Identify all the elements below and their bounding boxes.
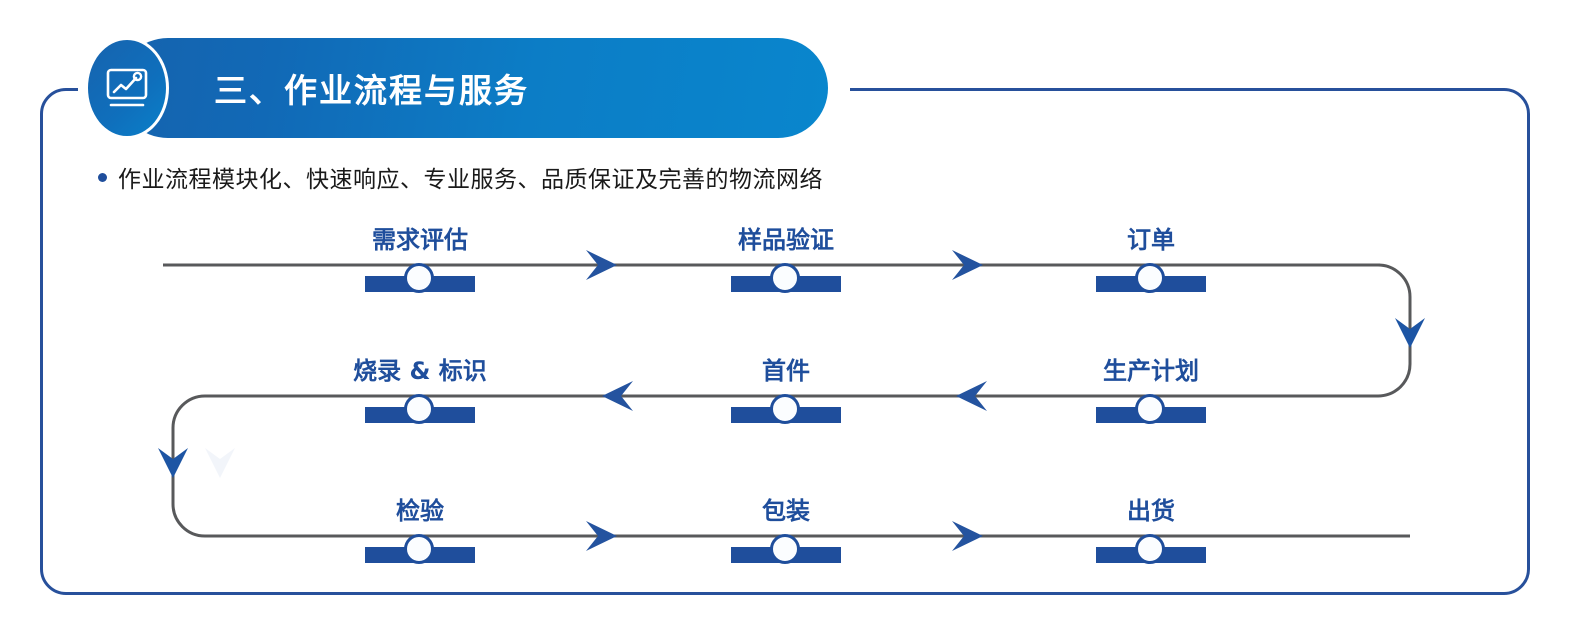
bullet-dot-icon bbox=[98, 172, 107, 182]
flow-node-dot bbox=[770, 394, 800, 424]
bullet-item: 作业流程模块化、快速响应、专业服务、品质保证及完善的物流网络 bbox=[98, 160, 823, 194]
flow-node-dot bbox=[404, 263, 434, 293]
bullet-text: 作业流程模块化、快速响应、专业服务、品质保证及完善的物流网络 bbox=[118, 167, 823, 193]
section-header-banner: 三、作业流程与服务 bbox=[118, 38, 828, 138]
flow-node-label: 包装 bbox=[762, 497, 810, 525]
flow-node-label: 需求评估 bbox=[372, 226, 468, 254]
flow-node-label: 生产计划 bbox=[1103, 357, 1199, 385]
flow-node-label: 烧录 & 标识 bbox=[353, 357, 487, 385]
flow-node-dot bbox=[1135, 394, 1165, 424]
flow-node-dot bbox=[770, 534, 800, 564]
flow-node-label: 首件 bbox=[762, 357, 810, 385]
chart-monitor-icon bbox=[85, 37, 169, 139]
flow-node-label: 检验 bbox=[396, 497, 444, 525]
flow-node-dot bbox=[404, 394, 434, 424]
flow-node-label: 订单 bbox=[1127, 226, 1175, 254]
flow-node-dot bbox=[404, 534, 434, 564]
flow-node-dot bbox=[1135, 263, 1165, 293]
page-title: 三、作业流程与服务 bbox=[214, 71, 529, 110]
flow-node-label: 出货 bbox=[1127, 497, 1175, 525]
flow-node-label: 样品验证 bbox=[738, 226, 834, 254]
flow-node-dot bbox=[770, 263, 800, 293]
flow-node-dot bbox=[1135, 534, 1165, 564]
